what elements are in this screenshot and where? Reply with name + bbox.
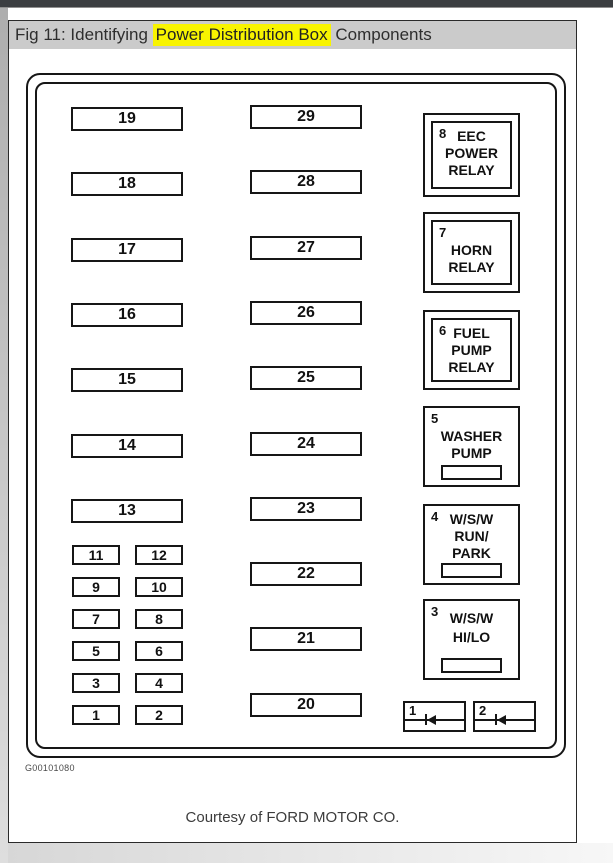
- fuse-10: 10: [135, 577, 183, 597]
- fuse-19: 19: [71, 107, 183, 131]
- courtesy-line: Courtesy of FORD MOTOR CO.: [185, 809, 400, 826]
- fuse-24: 24: [250, 432, 362, 456]
- fuse-22: 22: [250, 562, 362, 586]
- fuse-23: 23: [250, 497, 362, 521]
- diode-number: 2: [479, 703, 487, 718]
- relay-washer-pump: 5 WASHER PUMP: [423, 406, 520, 487]
- relay-number: 5: [431, 411, 439, 426]
- relay-label: FUEL PUMP RELAY: [433, 320, 510, 380]
- fuse-13: 13: [71, 499, 183, 523]
- fusebox-inner-outline: [35, 82, 557, 749]
- relay-label-line: RELAY: [448, 359, 495, 375]
- fuse-27: 27: [250, 236, 362, 260]
- fuse-7: 7: [72, 609, 120, 629]
- relay-label-line: PUMP: [451, 445, 492, 461]
- relay-horn: 7 HORN RELAY: [423, 212, 520, 293]
- fuse-15: 15: [71, 368, 183, 392]
- relay-label: WASHER PUMP: [425, 408, 518, 485]
- relay-label-line: PARK: [452, 545, 491, 561]
- fuse-6: 6: [135, 641, 183, 661]
- relay-label-line: W/S/W: [449, 511, 494, 527]
- relay-eec-power: 8 EEC POWER RELAY: [423, 113, 520, 197]
- fuse-25: 25: [250, 366, 362, 390]
- fuse-26: 26: [250, 301, 362, 325]
- left-gutter-shadow: [0, 8, 8, 863]
- fuse-2: 2: [135, 705, 183, 725]
- figure-title-suffix: Components: [330, 25, 432, 44]
- relay-fuse-slot: [441, 465, 502, 480]
- relay-label-line: RELAY: [448, 162, 495, 178]
- relay-label: HORN RELAY: [433, 222, 510, 283]
- relay-label-line: HI/LO: [452, 629, 491, 645]
- relay-inner-border: 6 FUEL PUMP RELAY: [431, 318, 512, 382]
- bottom-gutter-shadow: [8, 843, 613, 863]
- relay-label-line: WASHER: [440, 428, 503, 444]
- relay-number: 6: [439, 323, 447, 338]
- fuse-8: 8: [135, 609, 183, 629]
- relay-label-line: FUEL: [453, 325, 490, 341]
- relay-fuel-pump: 6 FUEL PUMP RELAY: [423, 310, 520, 390]
- figure-title-bar: Fig 11: Identifying Power Distribution B…: [9, 21, 576, 49]
- relay-fuse-slot: [441, 658, 502, 673]
- diode-icon: [495, 714, 506, 725]
- relay-wsw-hilo: 3 W/S/W HI/LO: [423, 599, 520, 680]
- diode-1: 1: [403, 701, 466, 732]
- figure-title-highlight: Power Distribution Box: [152, 24, 331, 46]
- diode-icon: [425, 714, 436, 725]
- relay-inner-border: 7 HORN RELAY: [431, 220, 512, 285]
- relay-number: 4: [431, 509, 439, 524]
- fuse-29: 29: [250, 105, 362, 129]
- fuse-9: 9: [72, 577, 120, 597]
- relay-fuse-slot: [441, 563, 502, 578]
- fuse-18: 18: [71, 172, 183, 196]
- figure-title-prefix: Fig 11: Identifying: [15, 25, 153, 44]
- fuse-16: 16: [71, 303, 183, 327]
- fuse-17: 17: [71, 238, 183, 262]
- relay-label-line: W/S/W: [449, 610, 494, 626]
- relay-label-line: RELAY: [448, 259, 495, 275]
- fuse-5: 5: [72, 641, 120, 661]
- fuse-20: 20: [250, 693, 362, 717]
- fuse-3: 3: [72, 673, 120, 693]
- top-window-bar: [0, 0, 613, 8]
- fuse-14: 14: [71, 434, 183, 458]
- relay-label-line: PUMP: [451, 342, 492, 358]
- diode-2: 2: [473, 701, 536, 732]
- relay-wsw-run-park: 4 W/S/W RUN/ PARK: [423, 504, 520, 585]
- relay-label: W/S/W HI/LO: [425, 601, 518, 678]
- relay-label-line: POWER: [445, 145, 498, 161]
- fuse-11: 11: [72, 545, 120, 565]
- figure-code: G00101080: [25, 763, 75, 773]
- fusebox-outer-outline: [26, 73, 566, 758]
- relay-label-line: EEC: [457, 128, 486, 144]
- fuse-1: 1: [72, 705, 120, 725]
- relay-number: 3: [431, 604, 439, 619]
- fuse-12: 12: [135, 545, 183, 565]
- diode-number: 1: [409, 703, 417, 718]
- relay-label-line: RUN/: [454, 528, 489, 544]
- relay-label-line: HORN: [450, 242, 493, 258]
- fuse-4: 4: [135, 673, 183, 693]
- fuse-28: 28: [250, 170, 362, 194]
- fuse-21: 21: [250, 627, 362, 651]
- relay-inner-border: 8 EEC POWER RELAY: [431, 121, 512, 189]
- relay-number: 8: [439, 126, 447, 141]
- relay-label: W/S/W RUN/ PARK: [425, 506, 518, 583]
- relay-label: EEC POWER RELAY: [433, 123, 510, 187]
- relay-number: 7: [439, 225, 447, 240]
